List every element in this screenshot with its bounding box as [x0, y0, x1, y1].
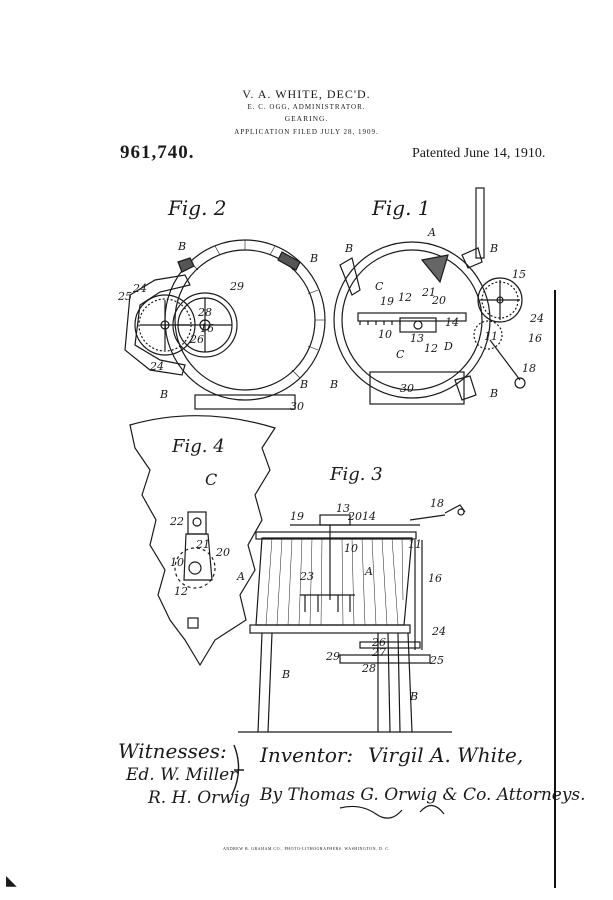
- svg-text:B: B: [299, 378, 308, 391]
- svg-text:B: B: [344, 242, 353, 255]
- svg-text:29: 29: [229, 280, 244, 293]
- inventor-label: Inventor:: [259, 743, 353, 767]
- svg-text:B: B: [159, 388, 168, 401]
- svg-text:C: C: [375, 280, 384, 293]
- svg-text:12: 12: [424, 342, 438, 355]
- svg-text:18: 18: [430, 497, 444, 510]
- attorney-line: By Thomas G. Orwig & Co. Attorneys.: [259, 785, 586, 805]
- svg-text:B: B: [281, 668, 290, 681]
- patent-owner-name: V. A. WHITE, DEC'D.: [242, 87, 371, 101]
- patent-date: Patented June 14, 1910.: [412, 146, 546, 161]
- svg-text:B: B: [329, 378, 338, 391]
- patent-number: 961,740.: [120, 142, 195, 163]
- fig2-caption: Fig. 2: [167, 196, 227, 220]
- svg-text:30: 30: [400, 382, 414, 395]
- svg-text:24: 24: [149, 360, 164, 373]
- fig4-drawing: C 22 21 10 20 12: [129, 415, 276, 667]
- svg-text:12: 12: [174, 585, 188, 598]
- witness-1: Ed. W. Miller: [125, 765, 238, 785]
- svg-text:30: 30: [290, 400, 304, 413]
- fig1-caption: Fig. 1: [371, 196, 431, 220]
- svg-text:11: 11: [484, 330, 498, 343]
- svg-text:19: 19: [290, 510, 304, 523]
- corner-mark: ◣: [6, 874, 17, 889]
- witnesses-label: Witnesses:: [118, 739, 227, 763]
- svg-text:12: 12: [398, 291, 412, 304]
- svg-text:2014: 2014: [347, 510, 376, 523]
- svg-text:25: 25: [429, 654, 444, 667]
- svg-text:13: 13: [336, 502, 350, 515]
- svg-text:C: C: [205, 470, 217, 489]
- svg-text:A: A: [364, 565, 373, 578]
- svg-text:27: 27: [371, 646, 386, 659]
- fig2-drawing: B B 25 24 29 28 16 26 24 B B 30: [117, 239, 326, 413]
- patent-subject: GEARING.: [284, 114, 329, 123]
- svg-text:11: 11: [408, 538, 422, 551]
- fig1-drawing: A B B C 15 19 12 21 20 10 13 12 14 D C 1…: [329, 187, 544, 405]
- svg-text:13: 13: [410, 332, 424, 345]
- svg-text:22: 22: [169, 515, 184, 528]
- fig3-drawing: 19 13 2014 18 11 10 A A 23 16 24 26 27 2…: [236, 497, 466, 733]
- svg-text:14: 14: [445, 316, 459, 329]
- printer-credit: ANDREW B. GRAHAM CO., PHOTO-LITHOGRAPHER…: [222, 846, 391, 851]
- svg-text:26: 26: [189, 333, 204, 346]
- svg-text:24: 24: [132, 282, 147, 295]
- svg-text:21: 21: [195, 538, 210, 551]
- fig3-caption: Fig. 3: [329, 464, 383, 485]
- witness-2: R. H. Orwig: [147, 788, 250, 808]
- svg-text:20: 20: [215, 546, 230, 559]
- fig4-caption: Fig. 4: [171, 436, 225, 457]
- svg-text:28: 28: [361, 662, 376, 675]
- svg-text:18: 18: [522, 362, 536, 375]
- application-filed: APPLICATION FILED JULY 28, 1909.: [234, 128, 379, 136]
- svg-text:C: C: [396, 348, 405, 361]
- svg-text:25: 25: [117, 290, 132, 303]
- svg-text:16: 16: [528, 332, 542, 345]
- svg-text:B: B: [409, 690, 418, 703]
- svg-text:24: 24: [529, 312, 544, 325]
- svg-text:A: A: [236, 570, 245, 583]
- patent-administrator: E. C. OGG, ADMINISTRATOR.: [247, 103, 366, 111]
- svg-text:28: 28: [197, 306, 212, 319]
- svg-text:10: 10: [378, 328, 392, 341]
- svg-text:23: 23: [299, 570, 314, 583]
- svg-text:A: A: [427, 226, 436, 239]
- svg-text:24: 24: [431, 625, 446, 638]
- svg-text:19: 19: [380, 295, 394, 308]
- svg-text:26: 26: [371, 636, 386, 649]
- page-border-line: [554, 290, 556, 888]
- svg-text:D: D: [443, 340, 453, 353]
- svg-text:21: 21: [421, 286, 436, 299]
- svg-text:20: 20: [431, 294, 446, 307]
- signatures: Witnesses: Ed. W. Miller R. H. Orwig Inv…: [118, 739, 586, 819]
- svg-text:B: B: [489, 387, 498, 400]
- svg-text:16: 16: [200, 322, 214, 335]
- inventor-name: Virgil A. White,: [368, 743, 523, 767]
- svg-text:16: 16: [428, 572, 442, 585]
- svg-text:B: B: [309, 252, 318, 265]
- svg-text:29: 29: [325, 650, 340, 663]
- svg-text:B: B: [177, 240, 186, 253]
- svg-text:B: B: [489, 242, 498, 255]
- svg-text:10: 10: [170, 556, 184, 569]
- svg-text:10: 10: [344, 542, 358, 555]
- svg-text:15: 15: [512, 268, 526, 281]
